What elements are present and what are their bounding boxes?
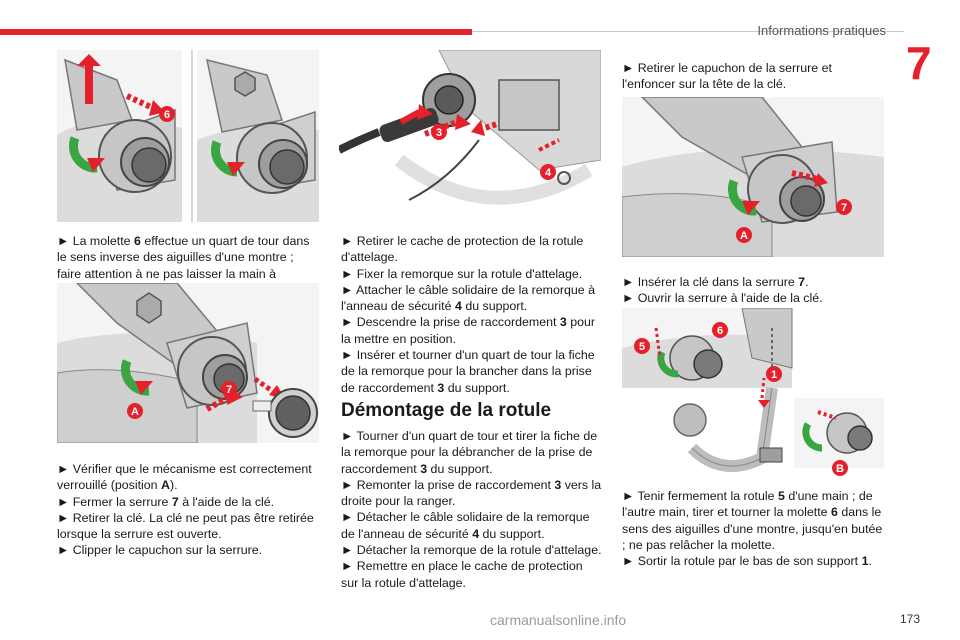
callout-label: A [131, 406, 139, 418]
text-run: ► Vérifier que le mécanisme est correcte… [57, 462, 312, 493]
reference-number: 3 [420, 461, 428, 476]
instruction-step: ► Ouvrir la serrure à l'aide de la clé. [622, 290, 888, 306]
text-run: ► La molette [57, 234, 135, 248]
callout-label: 6 [717, 325, 723, 337]
text-run: ► Descendre la prise de raccordement [341, 315, 560, 330]
text-run: ► Retirer le capuchon de la serrure et l… [622, 61, 832, 92]
text-run: ► Clipper le capuchon sur la serrure. [57, 543, 263, 558]
text-run: ► Sortir la rotule par le bas de son sup… [622, 554, 862, 569]
header-accent-bar [0, 29, 472, 35]
text-run: ► Remonter la prise de raccordement [341, 477, 555, 492]
text-run: ► Retirer la clé. La clé ne peut pas êtr… [57, 510, 314, 542]
reference-number: 3 [437, 380, 445, 395]
reference-number: 6 [830, 505, 838, 520]
callout-label: 7 [841, 202, 847, 214]
reference-number: 3 [559, 315, 567, 330]
text-run: ► Tourner d'un quart de tour et tirer la… [341, 429, 598, 476]
page-number: 173 [899, 612, 920, 626]
instruction-step: ► Fixer la remorque sur la rotule d'atte… [341, 266, 603, 282]
instruction-step: ► Descendre la prise de raccordement 3 p… [341, 314, 603, 347]
reference-number: 4 [472, 526, 480, 541]
callout-label: 4 [545, 167, 552, 179]
chapter-number: 7 [906, 37, 932, 89]
instruction-step: ► Remettre en place le cache de protecti… [341, 558, 603, 591]
callout-label: 3 [436, 127, 442, 139]
figure-knob-rotation: 6 [57, 50, 319, 230]
instruction-step: ► Détacher la remorque de la rotule d'at… [341, 542, 603, 558]
figure-lock-position-a: 7 A [57, 283, 319, 443]
instruction-step: ► Remonter la prise de raccordement 3 ve… [341, 477, 603, 510]
instruction-step: ► Tourner d'un quart de tour et tirer la… [341, 428, 603, 477]
text-run: du support. [479, 526, 545, 541]
reference-number: 4 [454, 299, 462, 314]
instruction-step: ► Insérer la clé dans la serrure 7. [622, 274, 888, 290]
instruction-step: ► Insérer et tourner d'un quart de tour … [341, 347, 603, 396]
reference-number: 7 [798, 275, 806, 289]
col2-text-1: ► Retirer le cache de protection de la r… [341, 233, 603, 396]
text-run: ► Tenir fermement la rotule [622, 489, 778, 503]
figure-socket-connection: 3 4 [339, 50, 601, 210]
text-run: ► Remettre en place le cache de protecti… [341, 559, 583, 590]
header-rule [472, 31, 904, 32]
text-run: pour la mettre en position. [341, 315, 596, 346]
instruction-step: ► Attacher le câble solidaire de la remo… [341, 282, 603, 315]
instruction-step: ► Retirer la clé. La clé ne peut pas êtr… [57, 510, 321, 543]
figure-key-cap: 7 A [622, 97, 884, 257]
text-run: ► Détacher la remorque de la rotule d'at… [341, 543, 602, 558]
instruction-step: ► Retirer le capuchon de la serrure et l… [622, 60, 888, 93]
instruction-step: ► Retirer le cache de protection de la r… [341, 233, 603, 266]
callout-label: 6 [164, 109, 170, 121]
callout-6 [159, 106, 175, 122]
instruction-step: ► Détacher le câble solidaire de la remo… [341, 509, 603, 542]
section-header-title: Informations pratiques [757, 23, 886, 38]
instruction-step: ► Tenir fermement la rotule 5 d'une main… [622, 488, 888, 553]
callout-label: B [836, 463, 844, 475]
text-run: vers la droite pour la ranger. [341, 477, 602, 509]
text-run: d'une main ; de l'autre main, tirer et t… [622, 489, 873, 520]
text-run: ► Ouvrir la serrure à l'aide de la clé. [622, 291, 823, 306]
reference-number: A [161, 478, 170, 493]
instruction-step: ► Sortir la rotule par le bas de son sup… [622, 553, 888, 569]
instruction-step: ► Fermer la serrure 7 à l'aide de la clé… [57, 494, 321, 510]
col1-text-2: ► Vérifier que le mécanisme est correcte… [57, 461, 321, 559]
reference-number: 7 [171, 494, 179, 509]
text-run: ► Insérer et tourner d'un quart de tour … [341, 348, 595, 395]
text-run: dans le sens des aiguilles d'une montre,… [622, 505, 883, 552]
text-run: . [805, 275, 809, 289]
watermark: carmanualsonline.info [490, 612, 627, 628]
col2-text-2: ► Tourner d'un quart de tour et tirer la… [341, 428, 603, 591]
text-run: . [868, 554, 872, 569]
col3-text-1: ► Retirer le capuchon de la serrure et l… [622, 60, 888, 93]
callout-label: 1 [771, 369, 777, 381]
text-run: ► Insérer la clé dans la serrure [622, 275, 799, 289]
text-run: ► Attacher le câble solidaire de la remo… [341, 282, 596, 314]
text-run: ► Fixer la remorque sur la rotule d'atte… [341, 266, 583, 281]
callout-label: 7 [226, 384, 232, 396]
section-title: Démontage de la rotule [341, 400, 552, 421]
col3-text-3: ► Tenir fermement la rotule 5 d'une main… [622, 488, 888, 569]
reference-number: 5 [777, 489, 785, 503]
reference-number: 3 [554, 477, 562, 492]
instruction-step: ► Clipper le capuchon sur la serrure. [57, 542, 321, 558]
text-run: ► Retirer le cache de protection de la r… [341, 234, 584, 265]
instruction-step: ► Vérifier que le mécanisme est correcte… [57, 461, 321, 494]
figure-ball-removal: 6 5 1 B [622, 308, 884, 478]
text-run: du support. [461, 299, 528, 314]
callout-label: 5 [639, 341, 645, 353]
text-run: ). [169, 478, 178, 493]
text-run: du support. [444, 380, 510, 395]
reference-number: 1 [861, 554, 869, 569]
col3-text-2: ► Insérer la clé dans la serrure 7.► Ouv… [622, 274, 888, 307]
text-run: à l'aide de la clé. [178, 494, 275, 509]
text-run: ► Détacher le câble solidaire de la remo… [341, 510, 590, 541]
text-run: ► Fermer la serrure [57, 494, 172, 509]
callout-label: A [740, 230, 748, 242]
reference-number: 6 [134, 234, 141, 248]
text-run: du support. [427, 461, 493, 476]
